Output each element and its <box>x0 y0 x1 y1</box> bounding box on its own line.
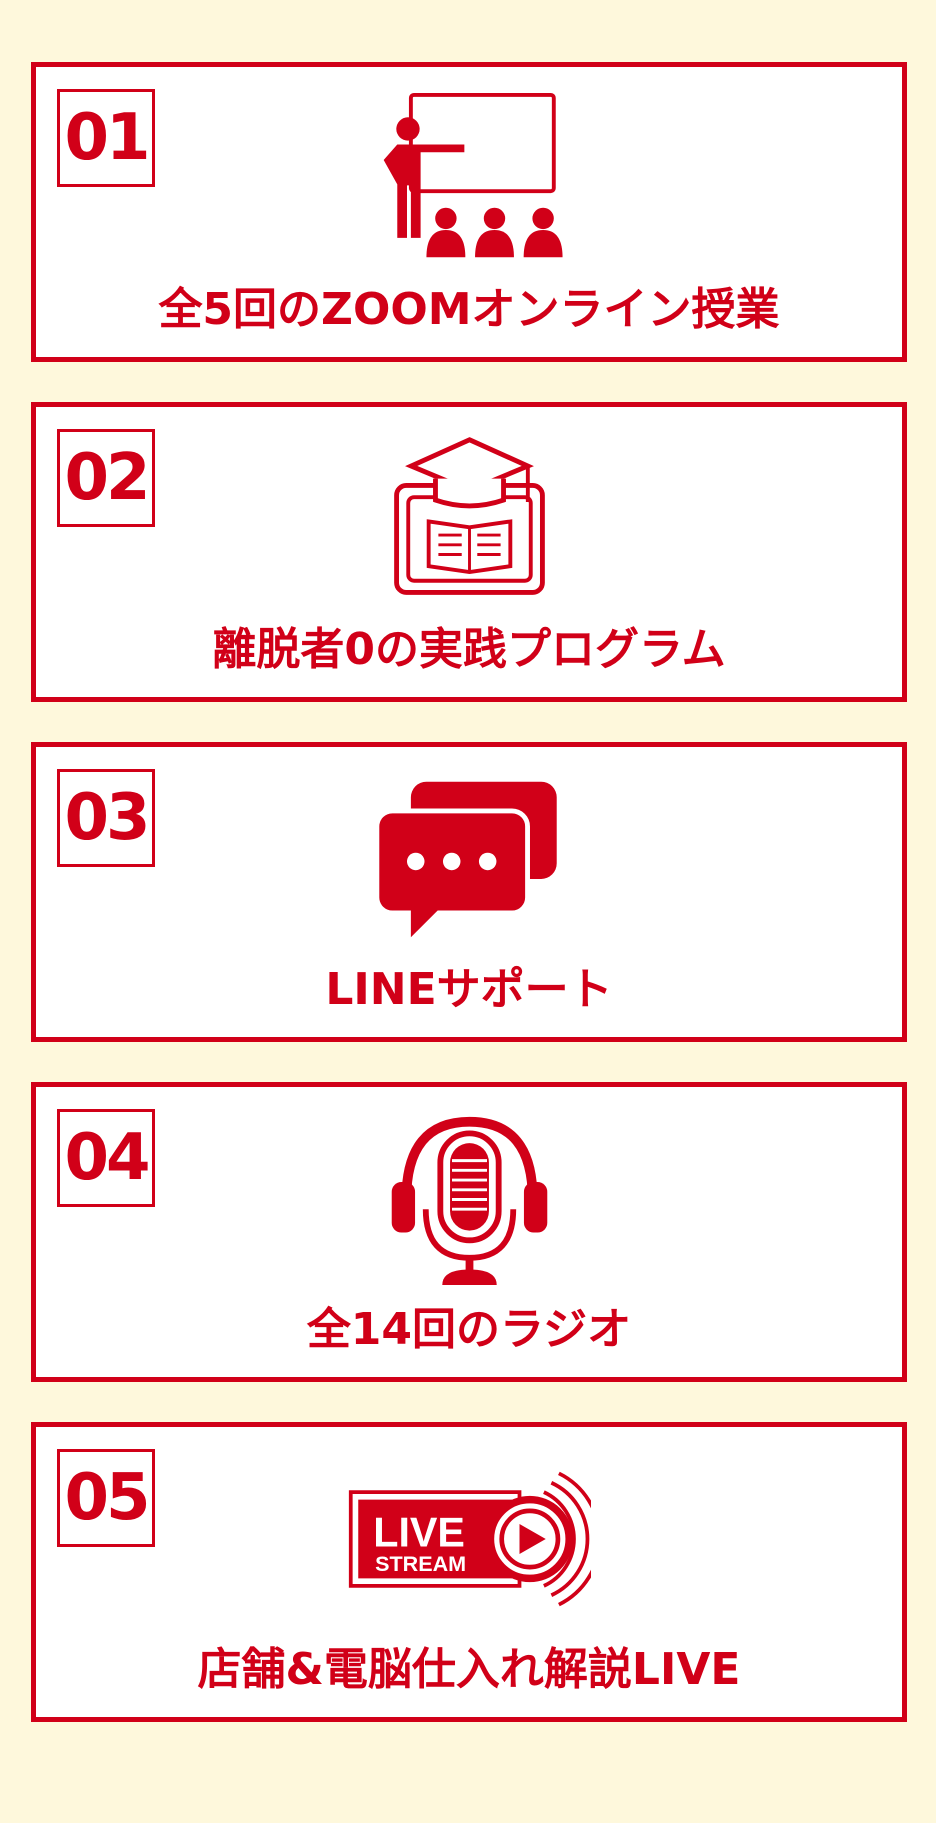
feature-title: LINEサポート <box>325 964 613 1015</box>
feature-card-radio: 04 全14回のラジオ <box>31 1082 907 1382</box>
feature-card-program: 02 離脱者0の実践プログラム <box>31 402 907 702</box>
feature-number: 01 <box>57 89 155 187</box>
feature-title: 店舗&電脳仕入れ解説LIVE <box>197 1644 741 1695</box>
feature-card-zoom-lessons: 01 全5回のZOOMオンライン授業 <box>31 62 907 362</box>
live-label: LIVE <box>373 1510 465 1556</box>
feature-title: 全14回のラジオ <box>306 1304 632 1355</box>
feature-card-live: 05 LIVE STREAM 店舗&電脳仕入れ解説LIVE <box>31 1422 907 1722</box>
feature-title: 全5回のZOOMオンライン授業 <box>158 284 780 335</box>
teacher-presentation-icon <box>36 89 902 269</box>
feature-number: 03 <box>57 769 155 867</box>
feature-number: 05 <box>57 1449 155 1547</box>
feature-card-line-support: 03 LINEサポート <box>31 742 907 1042</box>
feature-number: 04 <box>57 1109 155 1207</box>
live-stream-icon: LIVE STREAM <box>36 1449 902 1629</box>
feature-number: 02 <box>57 429 155 527</box>
chat-bubbles-icon <box>36 769 902 949</box>
feature-title: 離脱者0の実践プログラム <box>212 624 726 675</box>
stream-label: STREAM <box>375 1551 466 1576</box>
graduation-tablet-icon <box>36 429 902 609</box>
podcast-microphone-icon <box>36 1109 902 1289</box>
